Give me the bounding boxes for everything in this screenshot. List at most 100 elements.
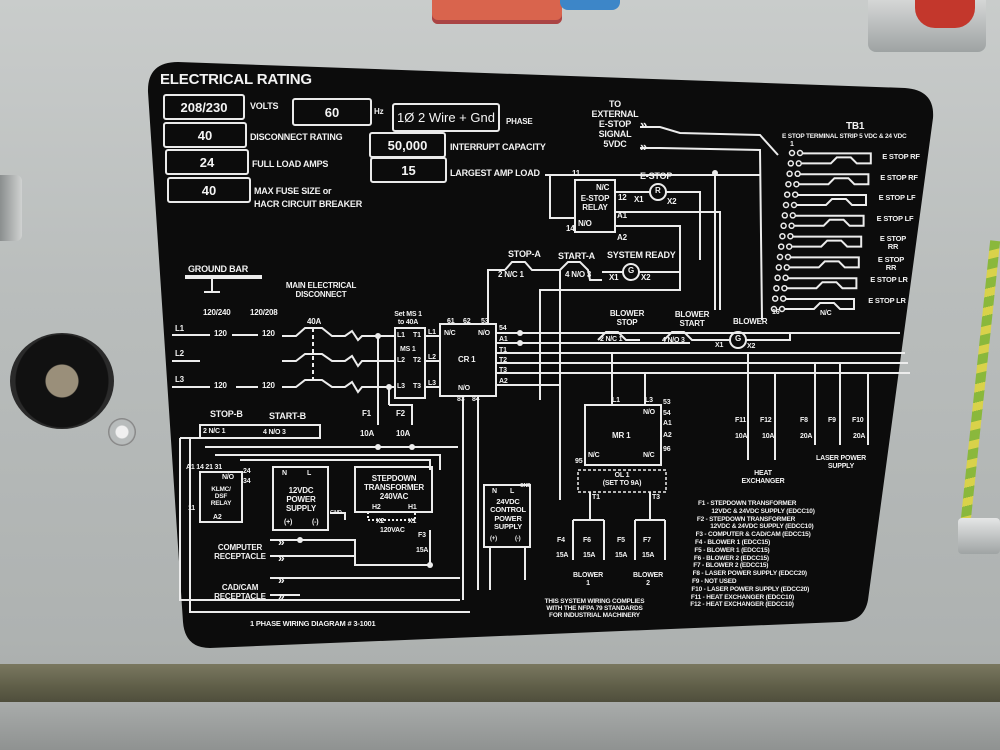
label-line: RECEPTACLE <box>214 591 266 601</box>
note-line: Set MS 1 <box>394 311 422 318</box>
ol-line: (SET TO 9A) <box>602 479 642 487</box>
note-line: FOR INDUSTRIAL MACHINERY <box>549 612 640 620</box>
mr1-nc-left: N/C <box>588 452 600 459</box>
relay-pin-11: 11 <box>188 505 195 512</box>
fuse-legend-item: F11 - HEAT EXCHANGER (EDCC10) <box>690 593 794 601</box>
fuse-legend-item: F2 - STEPDOWN TRANSFORMER <box>696 515 796 523</box>
terminal-screw <box>785 243 793 250</box>
start-b-label: START-B <box>269 411 306 421</box>
mr1-96: 96 <box>663 446 671 453</box>
ground-bar-label: GROUND BAR <box>188 264 248 274</box>
main-disconnect-label: MAIN ELECTRICAL DISCONNECT <box>275 281 367 300</box>
fuse-f7: F7 <box>643 537 651 544</box>
receptacle-arrow-icon: » <box>278 573 285 587</box>
wiring-diagram-number: 1 PHASE WIRING DIAGRAM # 3-1001 <box>250 619 376 628</box>
fuse-legend-item: F8 - LASER POWER SUPPLY (EDCC20) <box>692 570 807 578</box>
estop-relay-title: E-STOP RELAY <box>580 194 610 212</box>
cable-grommet <box>10 333 114 429</box>
terminal-screw <box>773 284 780 292</box>
largest-load-value: 15 <box>370 157 447 183</box>
terminal-screw <box>782 274 789 282</box>
estop-lamp-x1: X1 <box>634 195 644 204</box>
terminal-screw <box>796 149 804 157</box>
fuse-legend-item: F4 - BLOWER 1 (EDCC15) <box>695 539 771 546</box>
volts-value: 208/230 <box>163 94 245 120</box>
start-a-contacts: 4 N/O 3 <box>565 270 592 279</box>
transformer-secondary-voltage: 120VAC <box>380 527 405 534</box>
laser-power-supply-label: LASER POWER SUPPLY <box>808 455 874 470</box>
ol1-label: OL 1 (SET TO 9A) <box>594 472 650 487</box>
terminal-screw <box>784 253 792 261</box>
cr1-t3: T3 <box>499 367 507 374</box>
psu12-n: N <box>282 470 287 477</box>
fuse-legend-item: F5 - BLOWER 1 (EDCC15) <box>694 546 770 554</box>
psu24-minus: (-) <box>515 536 521 542</box>
blower-lamp-glyph: G <box>735 334 742 343</box>
estop-lamp-glyph: R <box>655 186 661 195</box>
fuse-f9: F9 <box>828 417 836 424</box>
fuse-legend-item: F6 - BLOWER 2 (EDCC15) <box>693 554 769 562</box>
rating-title: ELECTRICAL RATING <box>160 71 312 88</box>
blower-x1: X1 <box>715 342 724 349</box>
mr1-l3: L3 <box>645 397 653 404</box>
phase-value: 1Ø 2 Wire + Gnd <box>392 103 500 132</box>
cr1-54: 54 <box>499 325 507 332</box>
estop-switch-symbol <box>801 152 872 165</box>
fuse-legend-item: F3 - COMPUTER & CAD/CAM (EDCC15) <box>695 531 811 539</box>
transformer-x2: X2 <box>376 518 385 525</box>
door-lower <box>0 702 1000 750</box>
terminal-screw <box>787 160 795 167</box>
l3-voltage-b: 120 <box>262 381 275 390</box>
fuse-legend-item: F10 - LASER POWER SUPPLY (EDCC20) <box>691 585 810 593</box>
external-estop-label: TO EXTERNAL E-STOP SIGNAL 5VDC <box>585 99 645 149</box>
receptacle-arrow-icon: » <box>278 589 285 603</box>
psu12-minus: (-) <box>312 519 319 526</box>
terminal-screw <box>791 191 799 198</box>
fuse-f6: F6 <box>583 537 591 544</box>
label-line: HEAT <box>754 470 772 477</box>
fuse-f4: F4 <box>557 537 565 544</box>
terminal-screw <box>779 232 786 240</box>
mr1-no: N/O <box>643 409 655 416</box>
blower-2-label: BLOWER 2 <box>625 572 671 587</box>
blower-stop-contacts: 2 N/C 1 <box>600 336 623 343</box>
fuse-legend-item: F7 - BLOWER 2 (EDCC15) <box>693 562 769 570</box>
label-line: SUPPLY <box>493 521 523 531</box>
terminal-screw <box>776 253 784 261</box>
estop-switch-symbol <box>797 194 867 206</box>
max-fuse-label: MAX FUSE SIZE or <box>254 186 332 196</box>
label-line: BLOWER <box>573 572 603 579</box>
estop-switch-label: E STOP LF <box>876 213 914 223</box>
mr1-54: 54 <box>663 410 671 417</box>
terminal-screw <box>777 243 785 250</box>
fuse-legend-item: 12VDC & 24VDC SUPPLY (EDCC10) <box>710 523 814 531</box>
fuse-f12: F12 <box>760 417 772 424</box>
ms1-t3: T3 <box>413 383 421 390</box>
cr1-84: 84 <box>472 396 480 403</box>
stop-b-label: STOP-B <box>210 409 243 419</box>
terminal-1: 1 <box>790 141 794 148</box>
mr1-title: MR 1 <box>612 431 631 440</box>
ol1-t3: T3 <box>652 494 660 501</box>
transformer-x1: X1 <box>408 518 417 525</box>
disconnect-line: DISCONNECT <box>295 289 347 299</box>
ms1-l1: L1 <box>397 332 405 339</box>
fuse-f5-rating: 15A <box>615 552 628 559</box>
line-l2: L2 <box>175 349 184 358</box>
blower-lamp-label: BLOWER <box>733 317 768 326</box>
fuse-f6-rating: 15A <box>583 552 596 559</box>
estop-switch-symbol <box>792 235 863 248</box>
label-line: SUPPLY <box>285 503 317 513</box>
fuse-f8: F8 <box>800 417 808 424</box>
fuse-f11: F11 <box>735 417 747 424</box>
side-latch <box>0 175 22 241</box>
cr1-a1: A1 <box>499 336 508 343</box>
blue-wire <box>560 0 620 10</box>
relay-no-label: N/O <box>222 474 234 481</box>
cr1-l2: L2 <box>428 354 436 361</box>
fuse-f12-rating: 10A <box>762 433 775 440</box>
estop-lamp-x2: X2 <box>667 197 677 206</box>
ext-line: SIGNAL <box>598 128 632 139</box>
largest-load-label: LARGEST AMP LOAD <box>450 168 540 178</box>
